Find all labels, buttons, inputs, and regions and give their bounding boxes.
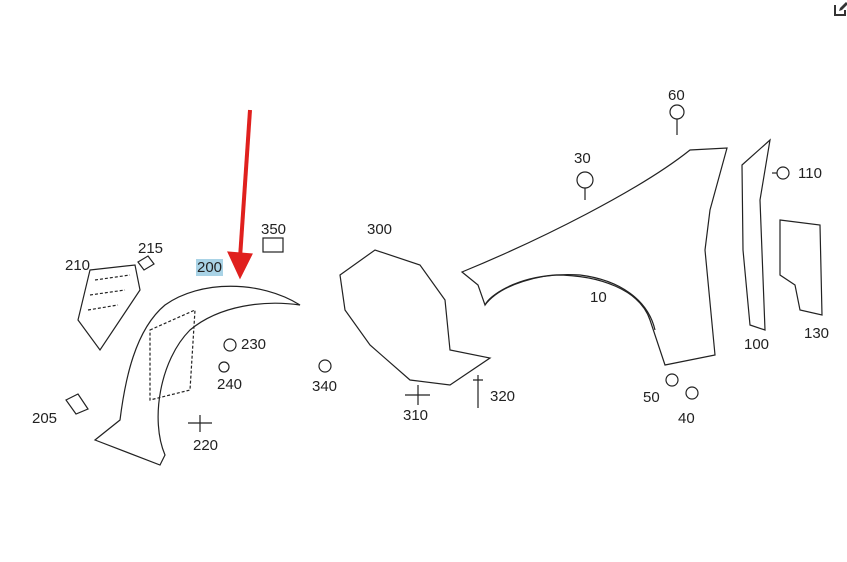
part-label-320: 320 [490, 388, 516, 405]
pointer-arrow [238, 109, 252, 259]
part-label-50: 50 [643, 389, 660, 406]
part-label-60: 60 [668, 87, 685, 104]
part-label-110: 110 [798, 165, 822, 182]
part-label-40: 40 [678, 410, 695, 427]
part-label-230: 230 [241, 336, 267, 353]
part-label-215: 215 [138, 240, 164, 257]
part-label-200-highlighted: 200 [196, 259, 224, 276]
wheel-liner-part [93, 285, 301, 466]
part-label-310: 310 [403, 407, 429, 424]
part-label-130: 130 [804, 325, 830, 342]
part-label-10: 10 [590, 289, 607, 306]
part-label-210: 210 [65, 257, 91, 274]
part-label-240: 240 [217, 376, 243, 393]
edit-icon[interactable] [834, 2, 847, 16]
part-label-300: 300 [367, 221, 393, 238]
part-label-205: 205 [32, 410, 58, 427]
part-label-340: 340 [312, 378, 338, 395]
part-label-350: 350 [261, 221, 287, 238]
part-label-30: 30 [574, 150, 591, 167]
part-label-220: 220 [193, 437, 219, 454]
part-label-100: 100 [744, 336, 770, 353]
fender-part [460, 147, 728, 366]
